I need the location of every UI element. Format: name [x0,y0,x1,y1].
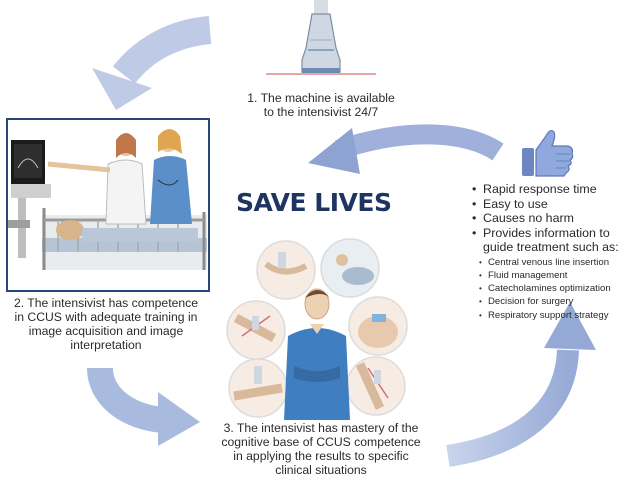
treatment-item: Catecholamines optimization [472,282,642,296]
thumbs-up-icon [522,130,574,177]
step-3-line: clinical situations [275,463,367,477]
step-1-line: 1. The machine is available [247,91,395,105]
step-2-line: in CCUS with adequate training in [14,310,198,324]
step-2-line: image acquisition and image [28,324,184,338]
ultrasound-application-icon [348,296,408,356]
benefit-item-line: guide treatment such as: [483,240,619,254]
cycle-arrow-top-left [92,16,212,110]
benefit-item: Causes no harm [472,211,642,226]
ultrasound-application-icon [346,356,406,416]
benefit-item: Rapid response time [472,182,642,197]
benefit-item-line: Provides information to [483,225,610,240]
clinician-applications-graphic [226,238,408,420]
step-3-line: in applying the results to specific [233,449,409,463]
ultrasound-application-icon [228,358,288,418]
treatment-item: Decision for surgery [472,295,642,309]
cycle-arrow-bottom-right [446,302,596,467]
treatment-item: Fluid management [472,269,642,283]
step-3-line: cognitive base of CCUS competence [221,435,421,449]
cycle-arrow-top-right [308,124,504,174]
step-2-line: 2. The intensivist has competence [13,296,199,310]
treatment-item: Central venous line insertion [472,256,642,270]
ultrasound-probe-icon [301,0,341,73]
probe-surface-line [266,73,376,75]
cycle-arrow-left [87,366,200,446]
benefit-item: Easy to use [472,197,642,212]
benefit-item: Provides information to guide treatment … [472,226,642,255]
save-lives-title: SAVE LIVES [236,188,392,217]
clinician-figure-icon [284,288,350,420]
ultrasound-application-icon [320,238,380,298]
step-1-caption: 1. The machine is available to the inten… [218,91,424,119]
benefits-list: Rapid response time Easy to use Causes n… [472,182,642,322]
bedside-ultrasound-scene-icon [6,118,210,292]
treatment-sublist: Central venous line insertion Fluid mana… [472,256,642,323]
step-1-line: to the intensivist 24/7 [263,105,379,119]
ultrasound-application-icon [256,240,316,300]
ultrasound-application-icon [226,300,286,360]
step-2-line: interpretation [70,338,142,352]
step-3-caption: 3. The intensivist has mastery of the co… [196,421,446,477]
step-2-caption: 2. The intensivist has competence in CCU… [0,296,212,352]
treatment-item: Respiratory support strategy [472,309,642,323]
step-3-line: 3. The intensivist has mastery of the [223,421,419,435]
